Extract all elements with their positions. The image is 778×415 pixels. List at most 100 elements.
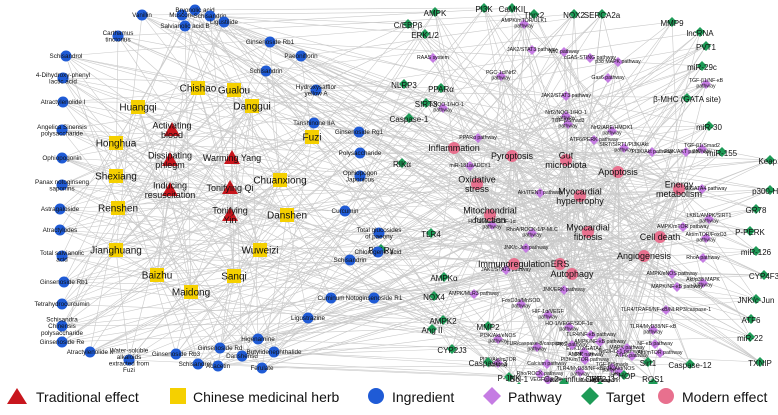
network-edge <box>599 171 619 343</box>
ingredient-node <box>260 65 272 77</box>
network-edge <box>469 165 680 190</box>
network-edge <box>61 188 680 327</box>
target-label: ATF6 <box>742 316 762 325</box>
network-edge <box>587 230 751 233</box>
network-edge <box>442 255 645 321</box>
target-node <box>751 246 761 256</box>
target-label: MMP9 <box>660 19 684 28</box>
network-edge <box>330 297 654 381</box>
network-edge <box>241 249 261 357</box>
network-edge <box>531 171 619 234</box>
modern-effect-node <box>673 183 685 195</box>
network-edge <box>433 147 455 297</box>
network-edge <box>61 129 491 216</box>
pathway-node <box>655 348 665 358</box>
herb-label: Danshen <box>267 211 307 222</box>
network-edge <box>487 273 573 327</box>
network-edge <box>156 189 171 276</box>
network-edge <box>407 23 661 238</box>
ingredient-label: Atractylenolide II <box>67 349 114 356</box>
network-edge <box>307 83 405 319</box>
pathway-label: JNK/c-Jun pathway <box>504 245 549 251</box>
network-edge <box>61 117 410 343</box>
ingredient-label: Salvianolic acid B <box>160 23 209 30</box>
target-node <box>746 314 756 324</box>
herb-node <box>253 243 267 257</box>
target-node <box>569 9 579 19</box>
herb-label: Chuanxiong <box>253 176 306 187</box>
pathway-label: TLR4/TRAF6/NF-κB/NLRP3/caspase-1 <box>621 307 711 313</box>
network-edge <box>601 13 661 238</box>
network-edge <box>89 105 253 353</box>
network-edge <box>547 273 573 381</box>
target-node <box>685 359 695 369</box>
herb-node <box>150 268 164 282</box>
ingredient-node <box>368 292 380 304</box>
target-label: Sirt1 <box>640 359 657 368</box>
network-edge <box>617 171 691 365</box>
pathway-label: Nrf2/HO-1 pathway <box>599 349 644 355</box>
traditional-effect-label: Tonifying Qi <box>206 183 253 193</box>
pathway-node <box>701 233 711 243</box>
modern-effect-node <box>612 166 624 178</box>
network-edge <box>531 232 573 275</box>
network-edge <box>407 23 573 275</box>
target-node <box>597 9 607 19</box>
network-edge <box>678 188 757 210</box>
network-edge <box>62 101 427 104</box>
pathway-node <box>428 53 438 63</box>
network-edge <box>380 195 581 250</box>
pathway-node <box>438 103 448 113</box>
target-node <box>701 41 711 51</box>
network-edge <box>431 214 491 330</box>
network-edge <box>511 155 771 191</box>
network-edge <box>425 102 515 265</box>
ingredient-label: Bryonolic acid <box>175 7 215 14</box>
ingredient-label: Ligustrazine <box>291 315 325 322</box>
network-edge <box>128 250 757 361</box>
ingredient-node <box>310 84 322 96</box>
network-edge <box>273 13 535 353</box>
network-edge <box>61 106 139 343</box>
target-label: JNK/c-Jun <box>738 296 775 305</box>
network-edge <box>313 122 489 327</box>
network-edge <box>175 125 710 355</box>
legend-label-traditional: Traditional effect <box>36 389 139 405</box>
pathway-label: PI3K/AKT pathway <box>664 149 708 155</box>
network-edge <box>190 291 263 369</box>
network-edge <box>61 179 281 343</box>
pathway-node <box>543 375 553 385</box>
target-label: NLRP3 <box>391 81 417 90</box>
network-edge <box>181 14 601 381</box>
target-label: TLR4 <box>421 230 441 239</box>
network-edge <box>89 45 707 353</box>
pathway-node <box>559 47 569 57</box>
network-edge <box>407 23 513 157</box>
ingredient-label: Ginsenoside Rb1 <box>246 39 295 46</box>
ingredient-node <box>354 147 366 159</box>
network-edge <box>257 338 761 363</box>
herb-label: Renshen <box>98 204 138 215</box>
target-node <box>765 155 775 165</box>
network-edge <box>61 129 117 144</box>
target-node <box>479 3 489 13</box>
ingredient-node <box>308 117 320 129</box>
network-edge <box>587 159 771 233</box>
network-edge <box>197 13 575 365</box>
pathway-node <box>650 339 660 349</box>
target-label: C/EBPβ <box>394 21 423 30</box>
network-edge <box>477 137 619 173</box>
ingredient-label: Notoginsenoside R1 <box>346 295 403 302</box>
network-edge <box>513 263 613 369</box>
target-node <box>643 357 653 367</box>
network-edge <box>505 236 661 271</box>
herb-node <box>109 243 123 257</box>
pathway-node <box>697 184 707 194</box>
ingredient-node <box>264 36 276 48</box>
network-edge <box>300 55 661 238</box>
